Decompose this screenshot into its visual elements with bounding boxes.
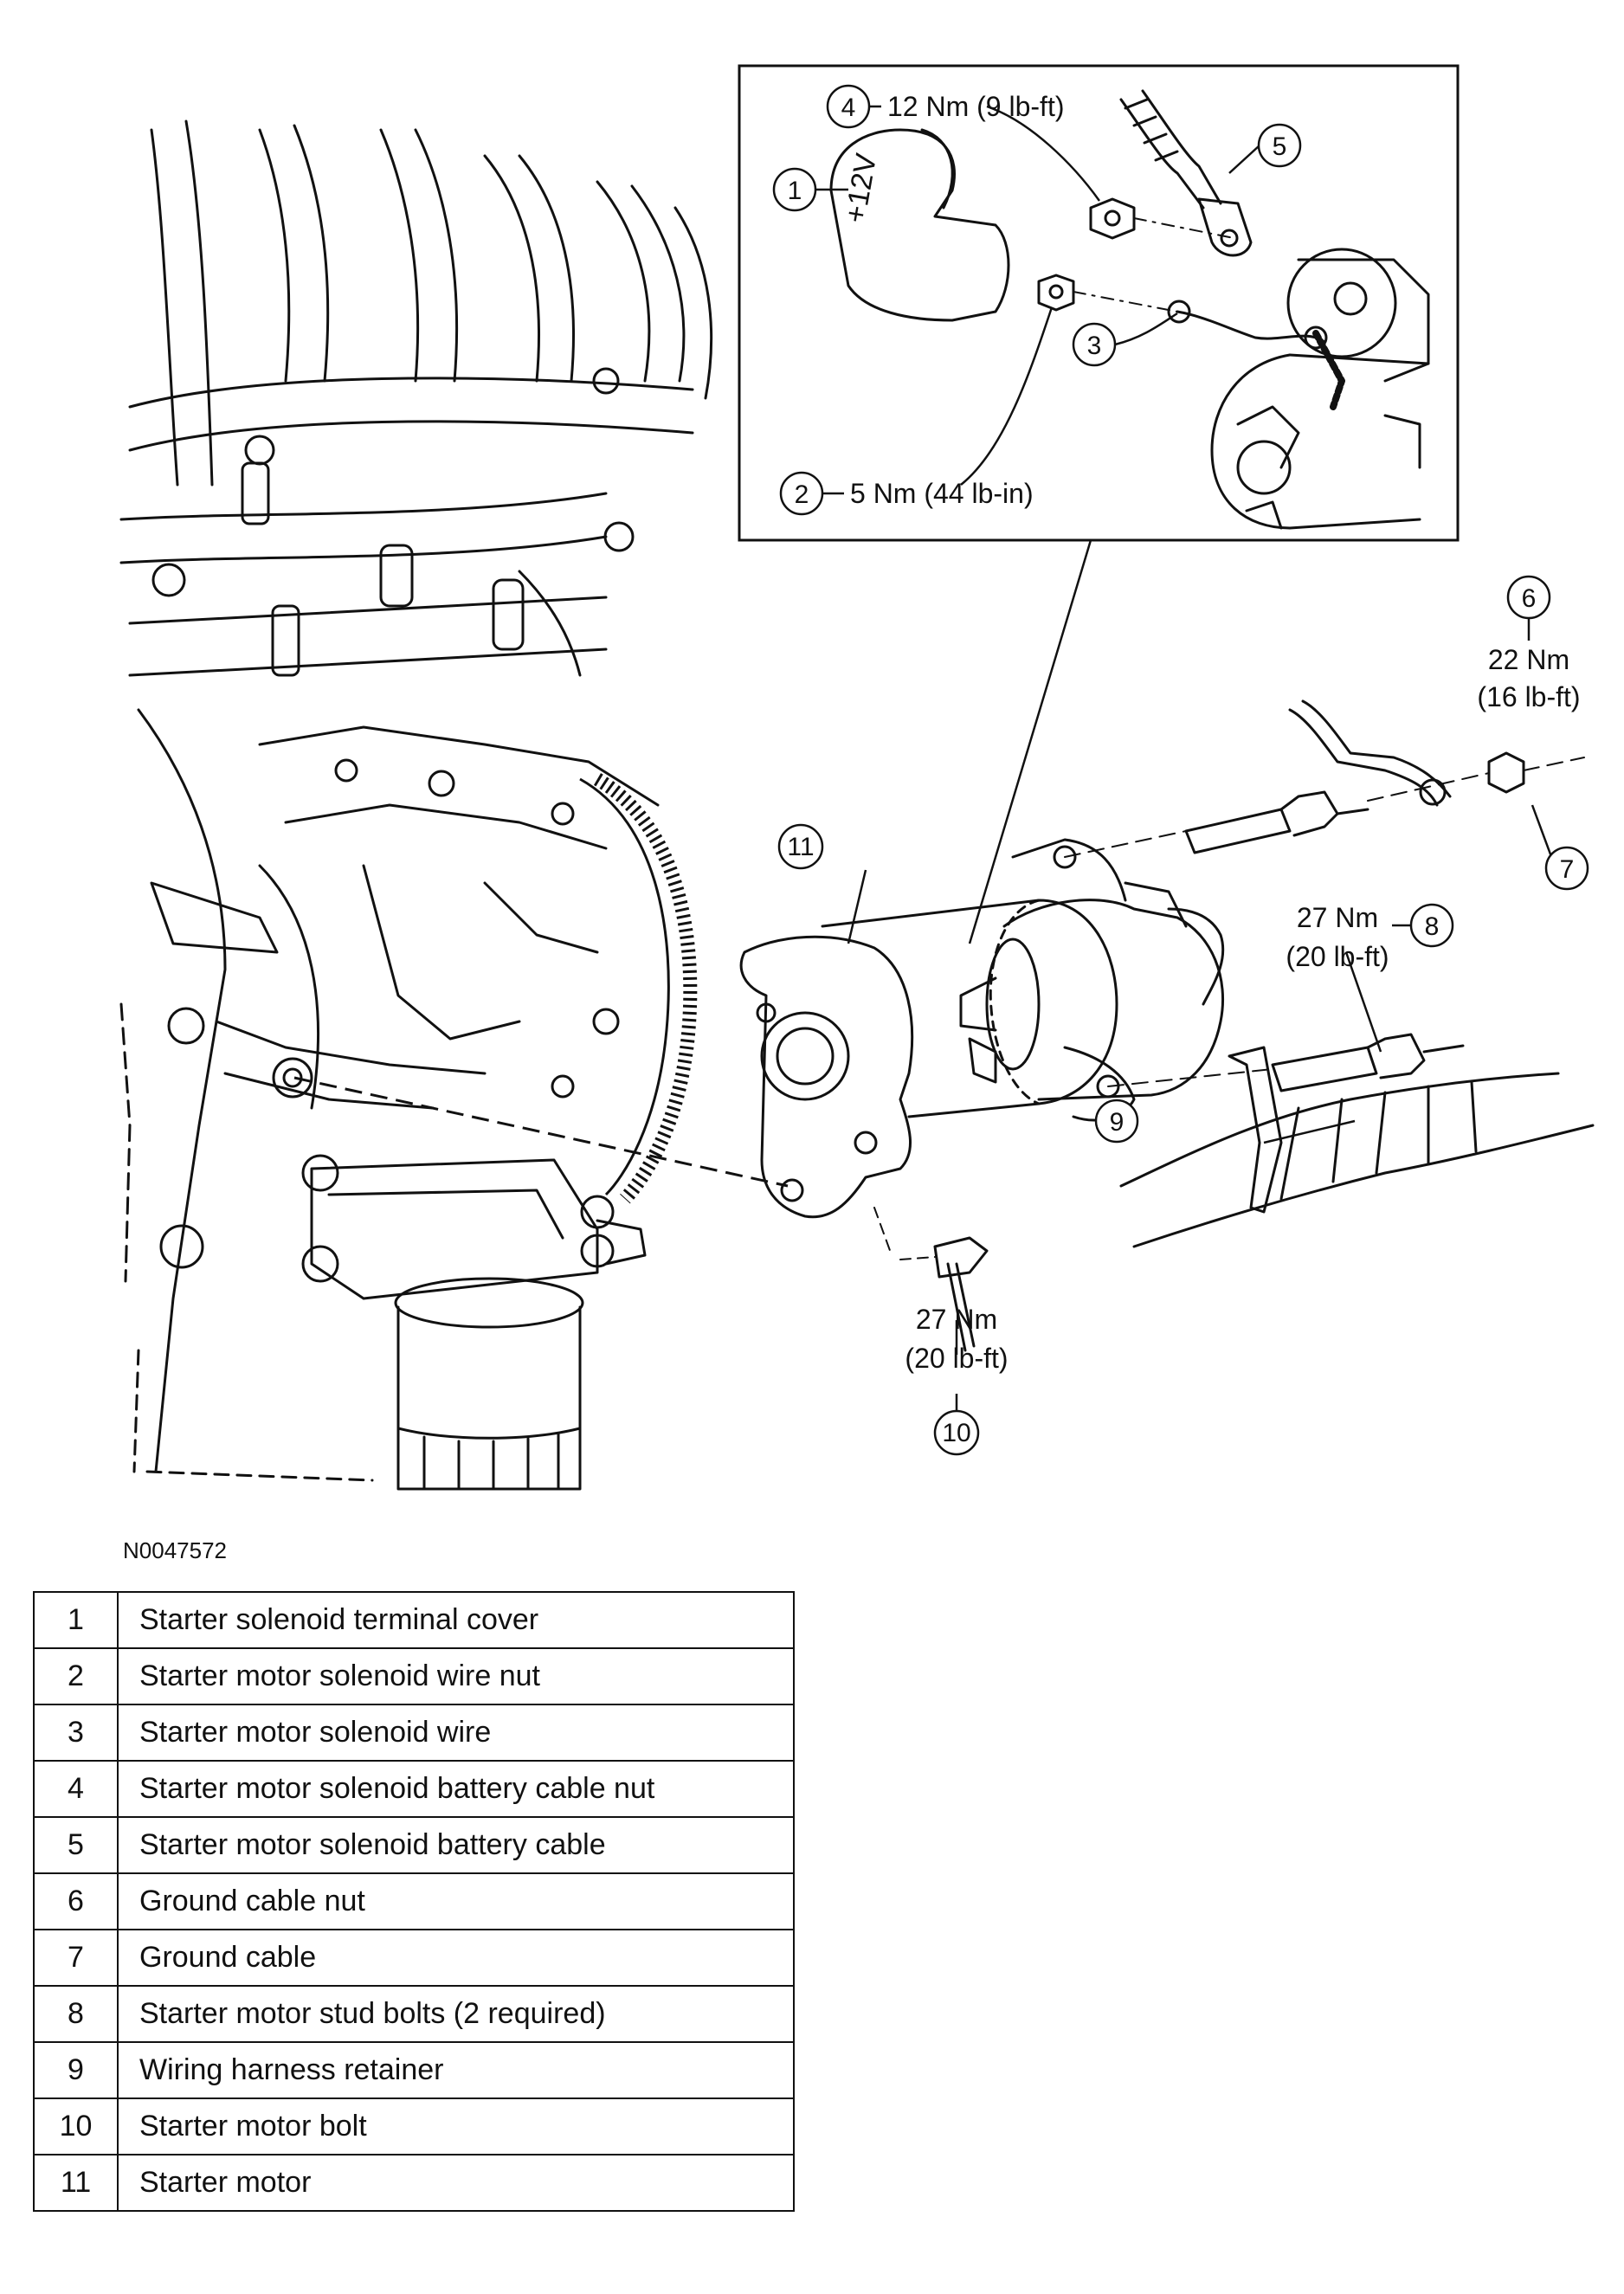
legend-description: Ground cable nut [117, 1872, 795, 1930]
callout-11: 11 [777, 823, 824, 870]
legend-description: Starter solenoid terminal cover [117, 1591, 795, 1649]
callout-4: 4 12 Nm (9 lb-ft) [826, 84, 1064, 129]
legend-description: Starter motor bolt [117, 2097, 795, 2155]
callout-8-torque-lbft: (20 lb-ft) [1286, 941, 1389, 972]
legend-number: 6 [33, 1872, 119, 1930]
legend-description: Starter motor solenoid wire [117, 1704, 795, 1762]
legend-description: Ground cable [117, 1929, 795, 1987]
callout-6: 6 22 Nm (16 lb-ft) [1477, 575, 1581, 712]
solenoid-detail-inset [738, 64, 1460, 542]
bolt-alignment-line [293, 1076, 789, 1188]
legend-description: Starter motor solenoid battery cable [117, 1816, 795, 1874]
engine-block-illustration [119, 119, 713, 1491]
legend-number: 5 [33, 1816, 119, 1874]
callout-8: 8 27 Nm (20 lb-ft) [1286, 902, 1454, 972]
legend-number: 3 [33, 1704, 119, 1762]
svg-text:6: 6 [1522, 584, 1537, 613]
svg-text:11: 11 [787, 833, 814, 861]
callout-1: 1 [772, 167, 817, 212]
ground-cable-nut [1487, 751, 1525, 794]
svg-text:2: 2 [795, 480, 809, 509]
callout-10-torque-nm: 27 Nm [916, 1304, 997, 1335]
callout-2: 2 5 Nm (44 lb-in) [779, 471, 1034, 516]
legend-description: Starter motor stud bolts (2 required) [117, 1985, 795, 2043]
solenoid-wire-nut [1037, 274, 1075, 312]
terminal-cover [829, 128, 1010, 322]
legend-number: 4 [33, 1760, 119, 1818]
callout-9: 9 [1094, 1099, 1139, 1144]
svg-text:3: 3 [1087, 332, 1102, 360]
callout-7: 7 [1544, 846, 1589, 891]
starter-motor-illustration [739, 699, 1595, 1352]
svg-text:4: 4 [841, 93, 856, 122]
callout-10: 27 Nm (20 lb-ft) 10 [905, 1304, 1009, 1456]
svg-text:10: 10 [942, 1419, 970, 1447]
inset-leader-line [968, 539, 1092, 944]
callout-5: 5 [1257, 123, 1302, 168]
reference-code: N0047572 [123, 1537, 227, 1563]
starter-exploded-diagram: +12V [119, 64, 1595, 1491]
legend-description: Starter motor [117, 2154, 795, 2212]
callout-8-torque-nm: 27 Nm [1297, 902, 1378, 933]
battery-cable-nut [1089, 197, 1136, 240]
svg-text:1: 1 [788, 177, 802, 205]
callout-leaders [815, 105, 1557, 1411]
starter-bolt [933, 1236, 989, 1279]
legend-number: 10 [33, 2097, 119, 2155]
legend-number: 7 [33, 1929, 119, 1987]
svg-text:5: 5 [1273, 132, 1287, 161]
legend-description: Starter motor solenoid wire nut [117, 1647, 795, 1705]
callout-10-torque-lbft: (20 lb-ft) [905, 1343, 1008, 1374]
legend-number: 11 [33, 2154, 119, 2212]
legend-number: 8 [33, 1985, 119, 2043]
legend-number: 1 [33, 1591, 119, 1649]
svg-text:7: 7 [1560, 855, 1575, 884]
callout-3: 3 [1072, 322, 1117, 367]
callout-4-torque: 12 Nm (9 lb-ft) [887, 91, 1064, 122]
svg-text:8: 8 [1425, 912, 1440, 941]
callout-2-torque: 5 Nm (44 lb-in) [850, 478, 1034, 509]
legend-number: 9 [33, 2041, 119, 2099]
legend-description: Starter motor solenoid battery cable nut [117, 1760, 795, 1818]
callout-6-torque-nm: 22 Nm [1488, 644, 1569, 675]
inset-illustration [829, 89, 1430, 530]
callout-6-torque-lbft: (16 lb-ft) [1477, 681, 1580, 712]
legend-number: 2 [33, 1647, 119, 1705]
harness-retainer [1228, 1046, 1283, 1214]
svg-text:9: 9 [1110, 1108, 1125, 1137]
legend-description: Wiring harness retainer [117, 2041, 795, 2099]
flywheel-ring-gear [579, 773, 698, 1204]
